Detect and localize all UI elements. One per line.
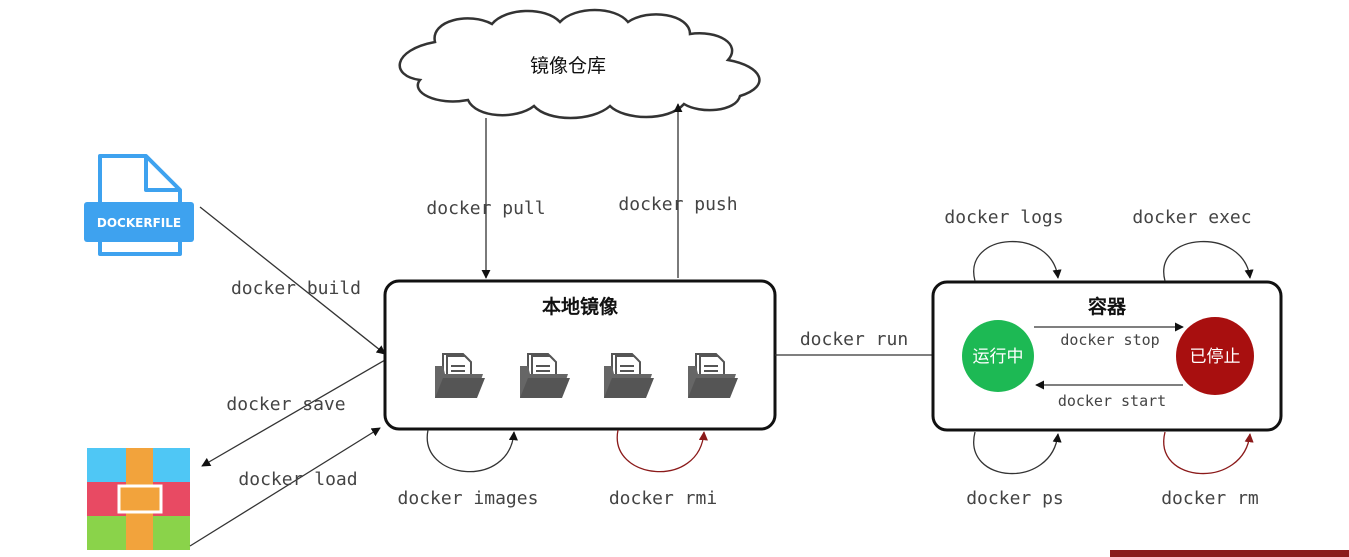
rm-loop-arrow xyxy=(1163,431,1254,475)
local-images-title: 本地镜像 xyxy=(542,295,619,318)
docker-run-label: docker run xyxy=(800,329,908,350)
docker-build-label: docker build xyxy=(231,278,361,299)
docker-rmi-label: docker rmi xyxy=(609,488,717,509)
archive-box-icon xyxy=(87,448,190,550)
build-arrow xyxy=(199,206,386,355)
exec-loop-arrow xyxy=(1163,240,1254,282)
rmi-loop-arrow xyxy=(616,429,708,473)
images-loop-arrow xyxy=(426,429,518,473)
container-title: 容器 xyxy=(1088,295,1127,318)
docker-stop-label: docker stop xyxy=(1060,331,1159,349)
docker-push-label: docker push xyxy=(618,194,737,215)
stopped-status-circle xyxy=(1176,317,1254,395)
image-registry-cloud: 镜像仓库 xyxy=(398,8,761,120)
docker-start-label: docker start xyxy=(1058,392,1166,410)
dockerfile-icon: DOCKERFILE xyxy=(84,154,194,256)
docker-save-label: docker save xyxy=(226,394,345,415)
running-status-circle xyxy=(962,320,1034,392)
local-images-box: 本地镜像 xyxy=(383,279,777,431)
running-label: 运行中 xyxy=(973,347,1024,367)
docker-images-label: docker images xyxy=(398,488,539,509)
dockerfile-text: DOCKERFILE xyxy=(97,216,181,230)
logs-loop-arrow xyxy=(973,240,1062,282)
load-arrow xyxy=(189,427,381,547)
stopped-label: 已停止 xyxy=(1190,347,1241,367)
docker-load-label: docker load xyxy=(238,469,357,490)
docker-rm-label: docker rm xyxy=(1161,488,1259,509)
registry-label: 镜像仓库 xyxy=(530,55,606,77)
docker-ps-label: docker ps xyxy=(966,488,1064,509)
save-arrow xyxy=(201,359,386,467)
corner-accent-bar xyxy=(1110,550,1349,557)
docker-logs-label: docker logs xyxy=(944,207,1063,228)
ps-loop-arrow xyxy=(973,431,1062,475)
container-box: 容器 运行中 已停止 docker stop docker start xyxy=(931,280,1283,432)
docker-pull-label: docker pull xyxy=(426,198,545,219)
docker-exec-label: docker exec xyxy=(1132,207,1251,228)
